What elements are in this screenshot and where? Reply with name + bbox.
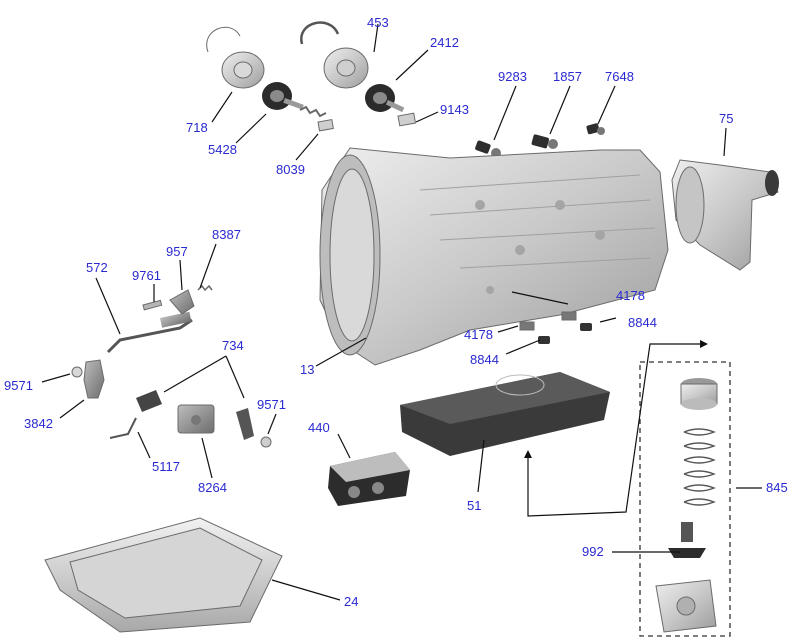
sensor-8844-lower	[538, 336, 550, 344]
spring-8039	[299, 105, 334, 132]
callout-440: 440	[308, 420, 330, 435]
extension-housing-75	[671, 159, 779, 271]
accumulator-piston-992	[668, 522, 706, 558]
callout-51: 51	[467, 498, 481, 513]
callout-9761: 9761	[132, 268, 161, 283]
callout-9143: 9143	[440, 102, 469, 117]
sensor-8844-upper	[580, 323, 592, 331]
transmission-case-13	[319, 147, 669, 366]
lever-734-b	[236, 408, 254, 440]
callout-8844-upper: 8844	[628, 315, 657, 330]
link-5117	[109, 417, 137, 439]
bracket-957	[169, 289, 195, 315]
callout-13: 13	[300, 362, 314, 377]
piston-seal-2412	[365, 84, 405, 113]
sensor-4178-upper	[561, 311, 577, 321]
callout-75: 75	[719, 111, 733, 126]
washer-right-9571	[260, 436, 272, 448]
callout-labels: 453 2412 718 5428 8039 9143 9283 1857 76…	[4, 15, 788, 609]
oil-pan-24	[44, 517, 283, 633]
switch-8264	[177, 404, 215, 434]
accumulator-spring	[683, 428, 716, 506]
piston-453	[323, 47, 369, 89]
sensor-1857	[531, 134, 558, 149]
pin-9761	[142, 299, 163, 311]
callout-734: 734	[222, 338, 244, 353]
piston-718	[221, 51, 265, 89]
callout-8264: 8264	[198, 480, 227, 495]
callout-4178-lower: 4178	[464, 327, 493, 342]
callout-845: 845	[766, 480, 788, 495]
sensor-7648	[586, 123, 605, 135]
piston-seal-5428	[262, 82, 304, 110]
snap-ring-right	[300, 21, 340, 45]
callout-957: 957	[166, 244, 188, 259]
valve-body-51	[400, 372, 610, 456]
callout-1857: 1857	[553, 69, 582, 84]
leader-lines	[41, 23, 762, 601]
lever-3842	[83, 359, 105, 399]
callout-24: 24	[344, 594, 358, 609]
callout-8039: 8039	[276, 162, 305, 177]
callout-3842: 3842	[24, 416, 53, 431]
callout-7648: 7648	[605, 69, 634, 84]
callout-9571-left: 9571	[4, 378, 33, 393]
callout-4178-upper: 4178	[616, 288, 645, 303]
solenoid-pack-440	[328, 452, 410, 506]
callout-8387: 8387	[212, 227, 241, 242]
callout-2412: 2412	[430, 35, 459, 50]
callout-992: 992	[582, 544, 604, 559]
callout-5428: 5428	[208, 142, 237, 157]
callout-453: 453	[367, 15, 389, 30]
lever-734-a	[136, 390, 162, 412]
accumulator-cap	[680, 378, 718, 410]
snap-ring-left	[206, 26, 241, 53]
washer-left-9571	[71, 366, 83, 378]
clip-9143	[397, 112, 417, 127]
shift-rod-572	[106, 311, 193, 354]
callout-572: 572	[86, 260, 108, 275]
callout-9283: 9283	[498, 69, 527, 84]
accumulator-845-box	[639, 361, 731, 637]
accumulator-housing	[655, 579, 717, 633]
callout-5117: 5117	[152, 459, 180, 474]
callout-9571-right: 9571	[257, 397, 286, 412]
sensor-4178-lower	[519, 321, 535, 331]
callout-718: 718	[186, 120, 208, 135]
callout-8844-lower: 8844	[470, 352, 499, 367]
